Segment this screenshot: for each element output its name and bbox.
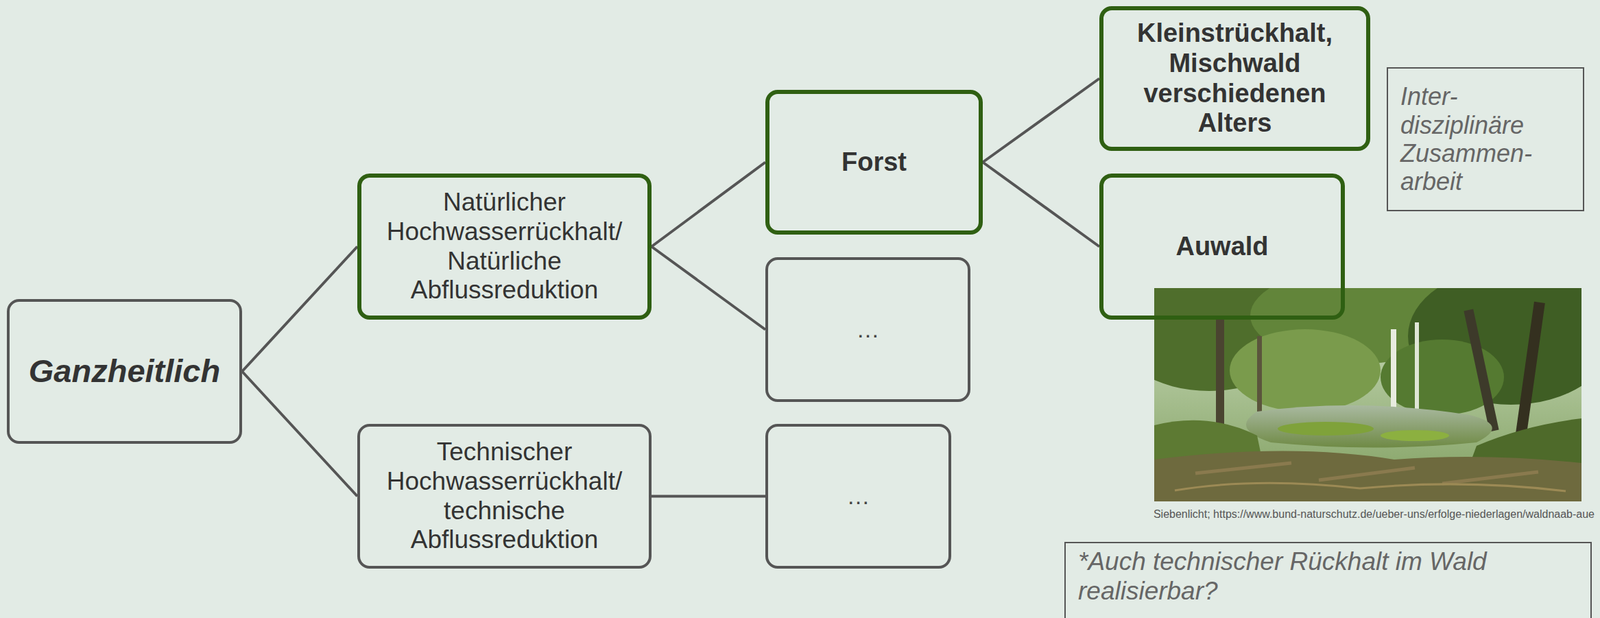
category-box: Technischer Hochwasserrückhalt/ technisc… bbox=[357, 423, 652, 569]
note-box: Inter- disziplinäre Zusammen- arbeit bbox=[1386, 67, 1585, 212]
placeholder-box: … bbox=[765, 423, 952, 569]
measure-box: Kleinstrückhalt, Mischwald verschiedenen… bbox=[1099, 6, 1371, 151]
node-text: Forst bbox=[841, 147, 907, 178]
node-text: *Auch technischer Rückhalt im Wald reali… bbox=[1078, 547, 1579, 606]
node-text: … bbox=[846, 482, 871, 510]
connector-line bbox=[651, 495, 766, 498]
connector-line bbox=[982, 78, 1100, 163]
node-text: Auwald bbox=[1175, 231, 1269, 262]
connector-line bbox=[982, 162, 1100, 247]
connector-line bbox=[651, 246, 766, 330]
connector-line bbox=[242, 371, 358, 497]
question-box: *Auch technischer Rückhalt im Wald reali… bbox=[1064, 541, 1592, 618]
node-text: Technischer Hochwasserrückhalt/ technisc… bbox=[372, 437, 637, 555]
image-credit: Siebenlicht; https://www.bund-naturschut… bbox=[1153, 508, 1595, 521]
node-text: Inter- disziplinäre Zusammen- arbeit bbox=[1400, 82, 1571, 197]
node-text: Natürlicher Hochwasserrückhalt/ Natürlic… bbox=[373, 187, 636, 305]
node-text: … bbox=[856, 316, 880, 343]
floodplain-forest-photo bbox=[1154, 288, 1582, 502]
connector-line bbox=[651, 162, 766, 247]
measure-box: Auwald bbox=[1099, 173, 1345, 320]
node-text: Kleinstrückhalt, Mischwald verschiedenen… bbox=[1117, 18, 1353, 139]
node-text: Ganzheitlich bbox=[28, 352, 221, 390]
placeholder-box: … bbox=[765, 257, 971, 402]
category-box: Natürlicher Hochwasserrückhalt/ Natürlic… bbox=[357, 173, 652, 320]
connector-line bbox=[242, 246, 358, 372]
root-box: Ganzheitlich bbox=[6, 299, 243, 444]
measure-box: Forst bbox=[765, 89, 983, 235]
